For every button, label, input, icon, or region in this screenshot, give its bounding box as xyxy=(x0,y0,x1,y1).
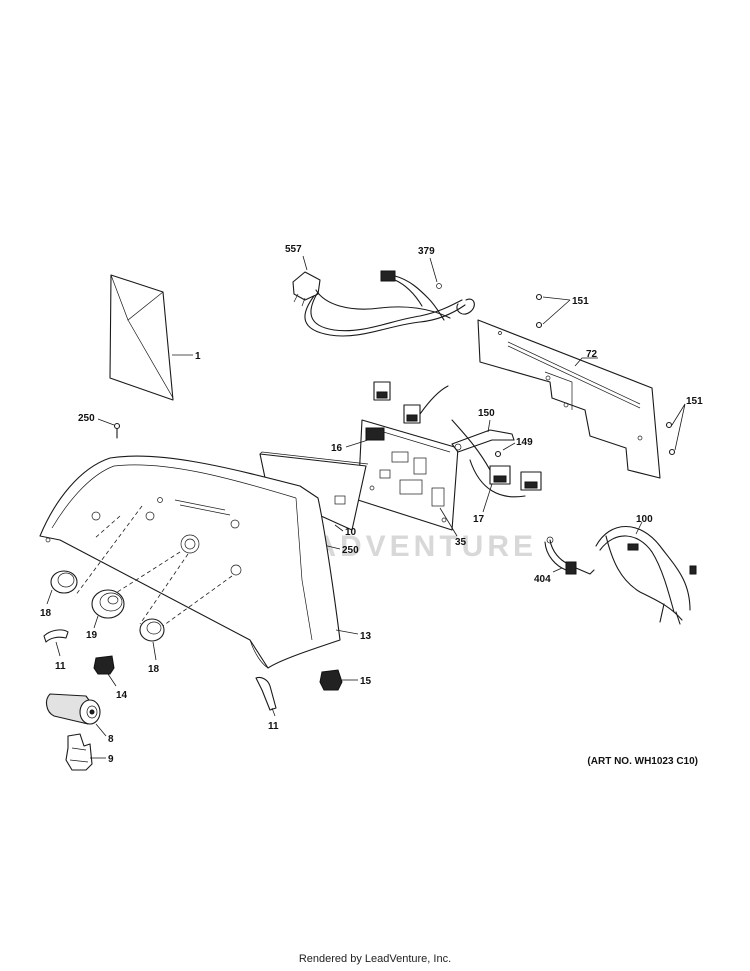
part-35-control-board xyxy=(357,419,459,531)
callout-8: 8 xyxy=(108,734,114,745)
part-19-main-knob xyxy=(91,589,125,619)
callout-250-right: 250 xyxy=(342,545,359,556)
part-11-trim-right xyxy=(255,676,277,711)
part-100-wire-harness xyxy=(595,525,697,625)
part-72-backsplash-bracket xyxy=(477,319,661,479)
part-11-trim-left xyxy=(43,629,69,643)
part-18-knob-left xyxy=(50,570,78,594)
callout-379: 379 xyxy=(418,246,435,257)
callout-17: 17 xyxy=(473,514,485,525)
callout-19: 19 xyxy=(86,630,98,641)
part-14-button xyxy=(93,655,115,675)
callout-18-right: 18 xyxy=(148,664,160,675)
footer-credit: Rendered by LeadVenture, Inc. xyxy=(298,953,452,965)
part-18-knob-right xyxy=(139,618,165,642)
callout-151-top: 151 xyxy=(572,296,589,307)
callout-100: 100 xyxy=(636,514,653,525)
part-13-console xyxy=(39,455,341,669)
callout-16: 16 xyxy=(331,443,343,454)
part-150-lever xyxy=(451,429,515,453)
part-17-lid-switch xyxy=(451,419,542,498)
callout-13: 13 xyxy=(360,631,372,642)
callout-250-left: 250 xyxy=(78,413,95,424)
callout-18-left: 18 xyxy=(40,608,52,619)
art-number-label: (ART NO. WH1023 C10) xyxy=(587,756,698,767)
part-8-cylinder xyxy=(45,693,101,725)
callout-151-right: 151 xyxy=(686,396,703,407)
callout-14: 14 xyxy=(116,690,128,701)
callout-72: 72 xyxy=(586,349,598,360)
part-149-clip xyxy=(494,450,502,458)
callout-11-right: 11 xyxy=(268,721,279,732)
part-379-connector xyxy=(380,270,445,321)
callout-9: 9 xyxy=(108,754,114,765)
part-15-button xyxy=(319,669,343,691)
callout-557: 557 xyxy=(285,244,302,255)
callout-149: 149 xyxy=(516,437,533,448)
part-557-power-cord xyxy=(292,271,475,337)
callout-10: 10 xyxy=(345,527,357,538)
part-404-sensor xyxy=(544,536,595,575)
callout-11-left: 11 xyxy=(55,661,66,672)
part-151-screws xyxy=(535,293,676,456)
part-9-bracket xyxy=(65,733,93,771)
part-16-switch xyxy=(373,381,449,424)
callout-15: 15 xyxy=(360,676,372,687)
callout-404: 404 xyxy=(534,574,551,585)
part-1-manual xyxy=(109,274,174,401)
callout-35: 35 xyxy=(455,537,467,548)
callout-150: 150 xyxy=(478,408,495,419)
callout-1: 1 xyxy=(195,351,201,362)
